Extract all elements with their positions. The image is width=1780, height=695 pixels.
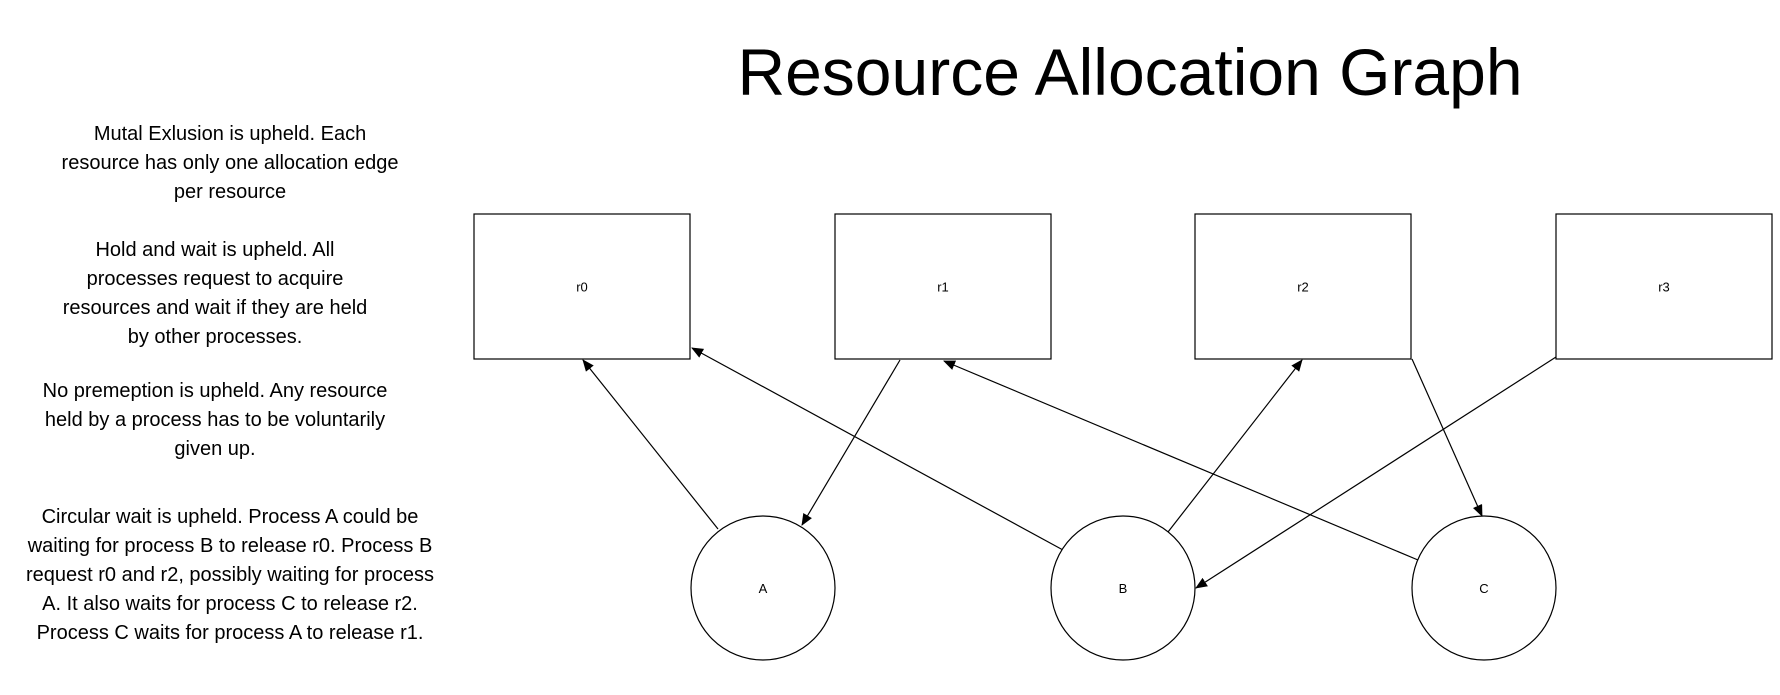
resource-box-r0 [473, 213, 691, 360]
edge-B-to-r0 [691, 347, 1064, 551]
resource-box-r1 [834, 213, 1052, 360]
note-no-preemption: No premeption is upheld. Any resource he… [42, 380, 388, 460]
edge-A-to-r0 [582, 359, 719, 530]
edge-C-to-r1 [943, 360, 1419, 561]
process-node-C [1411, 515, 1557, 661]
diagram-title: Resource Allocation Graph [737, 35, 1523, 109]
note-hold-and-wait: Hold and wait is upheld. All processes r… [62, 239, 368, 348]
process-label-B: B [1119, 581, 1128, 596]
note-circular-wait: Circular wait is upheld. Process A could… [26, 506, 434, 644]
edge-B-to-r2 [1167, 359, 1303, 533]
resource-box-r3 [1555, 213, 1773, 360]
process-label-C: C [1479, 581, 1488, 596]
edge-r1-to-A [801, 359, 901, 526]
resource-label-r3: r3 [1658, 280, 1670, 295]
process-node-B [1050, 515, 1196, 661]
edge-r2-to-C [1411, 358, 1483, 517]
resource-label-r2: r2 [1297, 280, 1309, 295]
resource-box-r2 [1194, 213, 1412, 360]
process-label-A: A [759, 581, 768, 596]
edge-r3-to-B [1195, 356, 1557, 589]
note-mutual-exclusion: Mutal Exlusion is upheld. Each resource … [61, 123, 399, 203]
resource-label-r1: r1 [937, 280, 949, 295]
resource-label-r0: r0 [576, 280, 588, 295]
process-node-A [690, 515, 836, 661]
